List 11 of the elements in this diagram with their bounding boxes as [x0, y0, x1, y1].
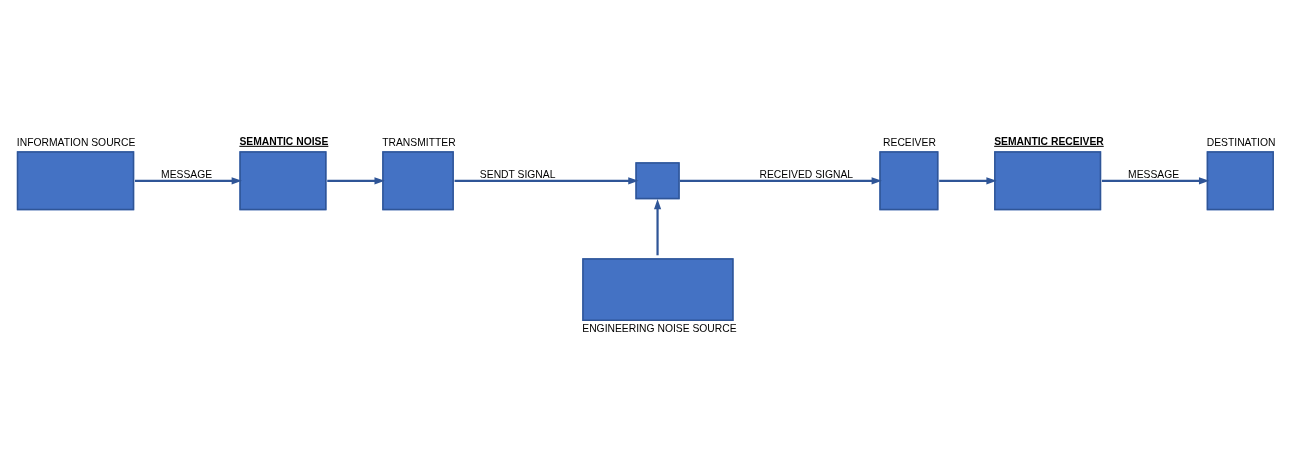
- edge-label: MESSAGE: [1128, 168, 1180, 180]
- node-label: TRANSMITTER: [382, 136, 456, 148]
- node-label: SEMANTIC NOISE: [239, 135, 329, 147]
- node-label: ENGINEERING NOISE SOURCE: [582, 322, 737, 334]
- edge-label: MESSAGE: [161, 168, 213, 180]
- edge-label: SENDT SIGNAL: [479, 168, 556, 180]
- node-label: DESTINATION: [1206, 136, 1276, 148]
- node-label: SEMANTIC RECEIVER: [994, 135, 1104, 147]
- node-label: INFORMATION SOURCE: [16, 136, 136, 148]
- node-label: RECEIVER: [883, 136, 936, 148]
- edge-label: RECEIVED SIGNAL: [759, 168, 854, 180]
